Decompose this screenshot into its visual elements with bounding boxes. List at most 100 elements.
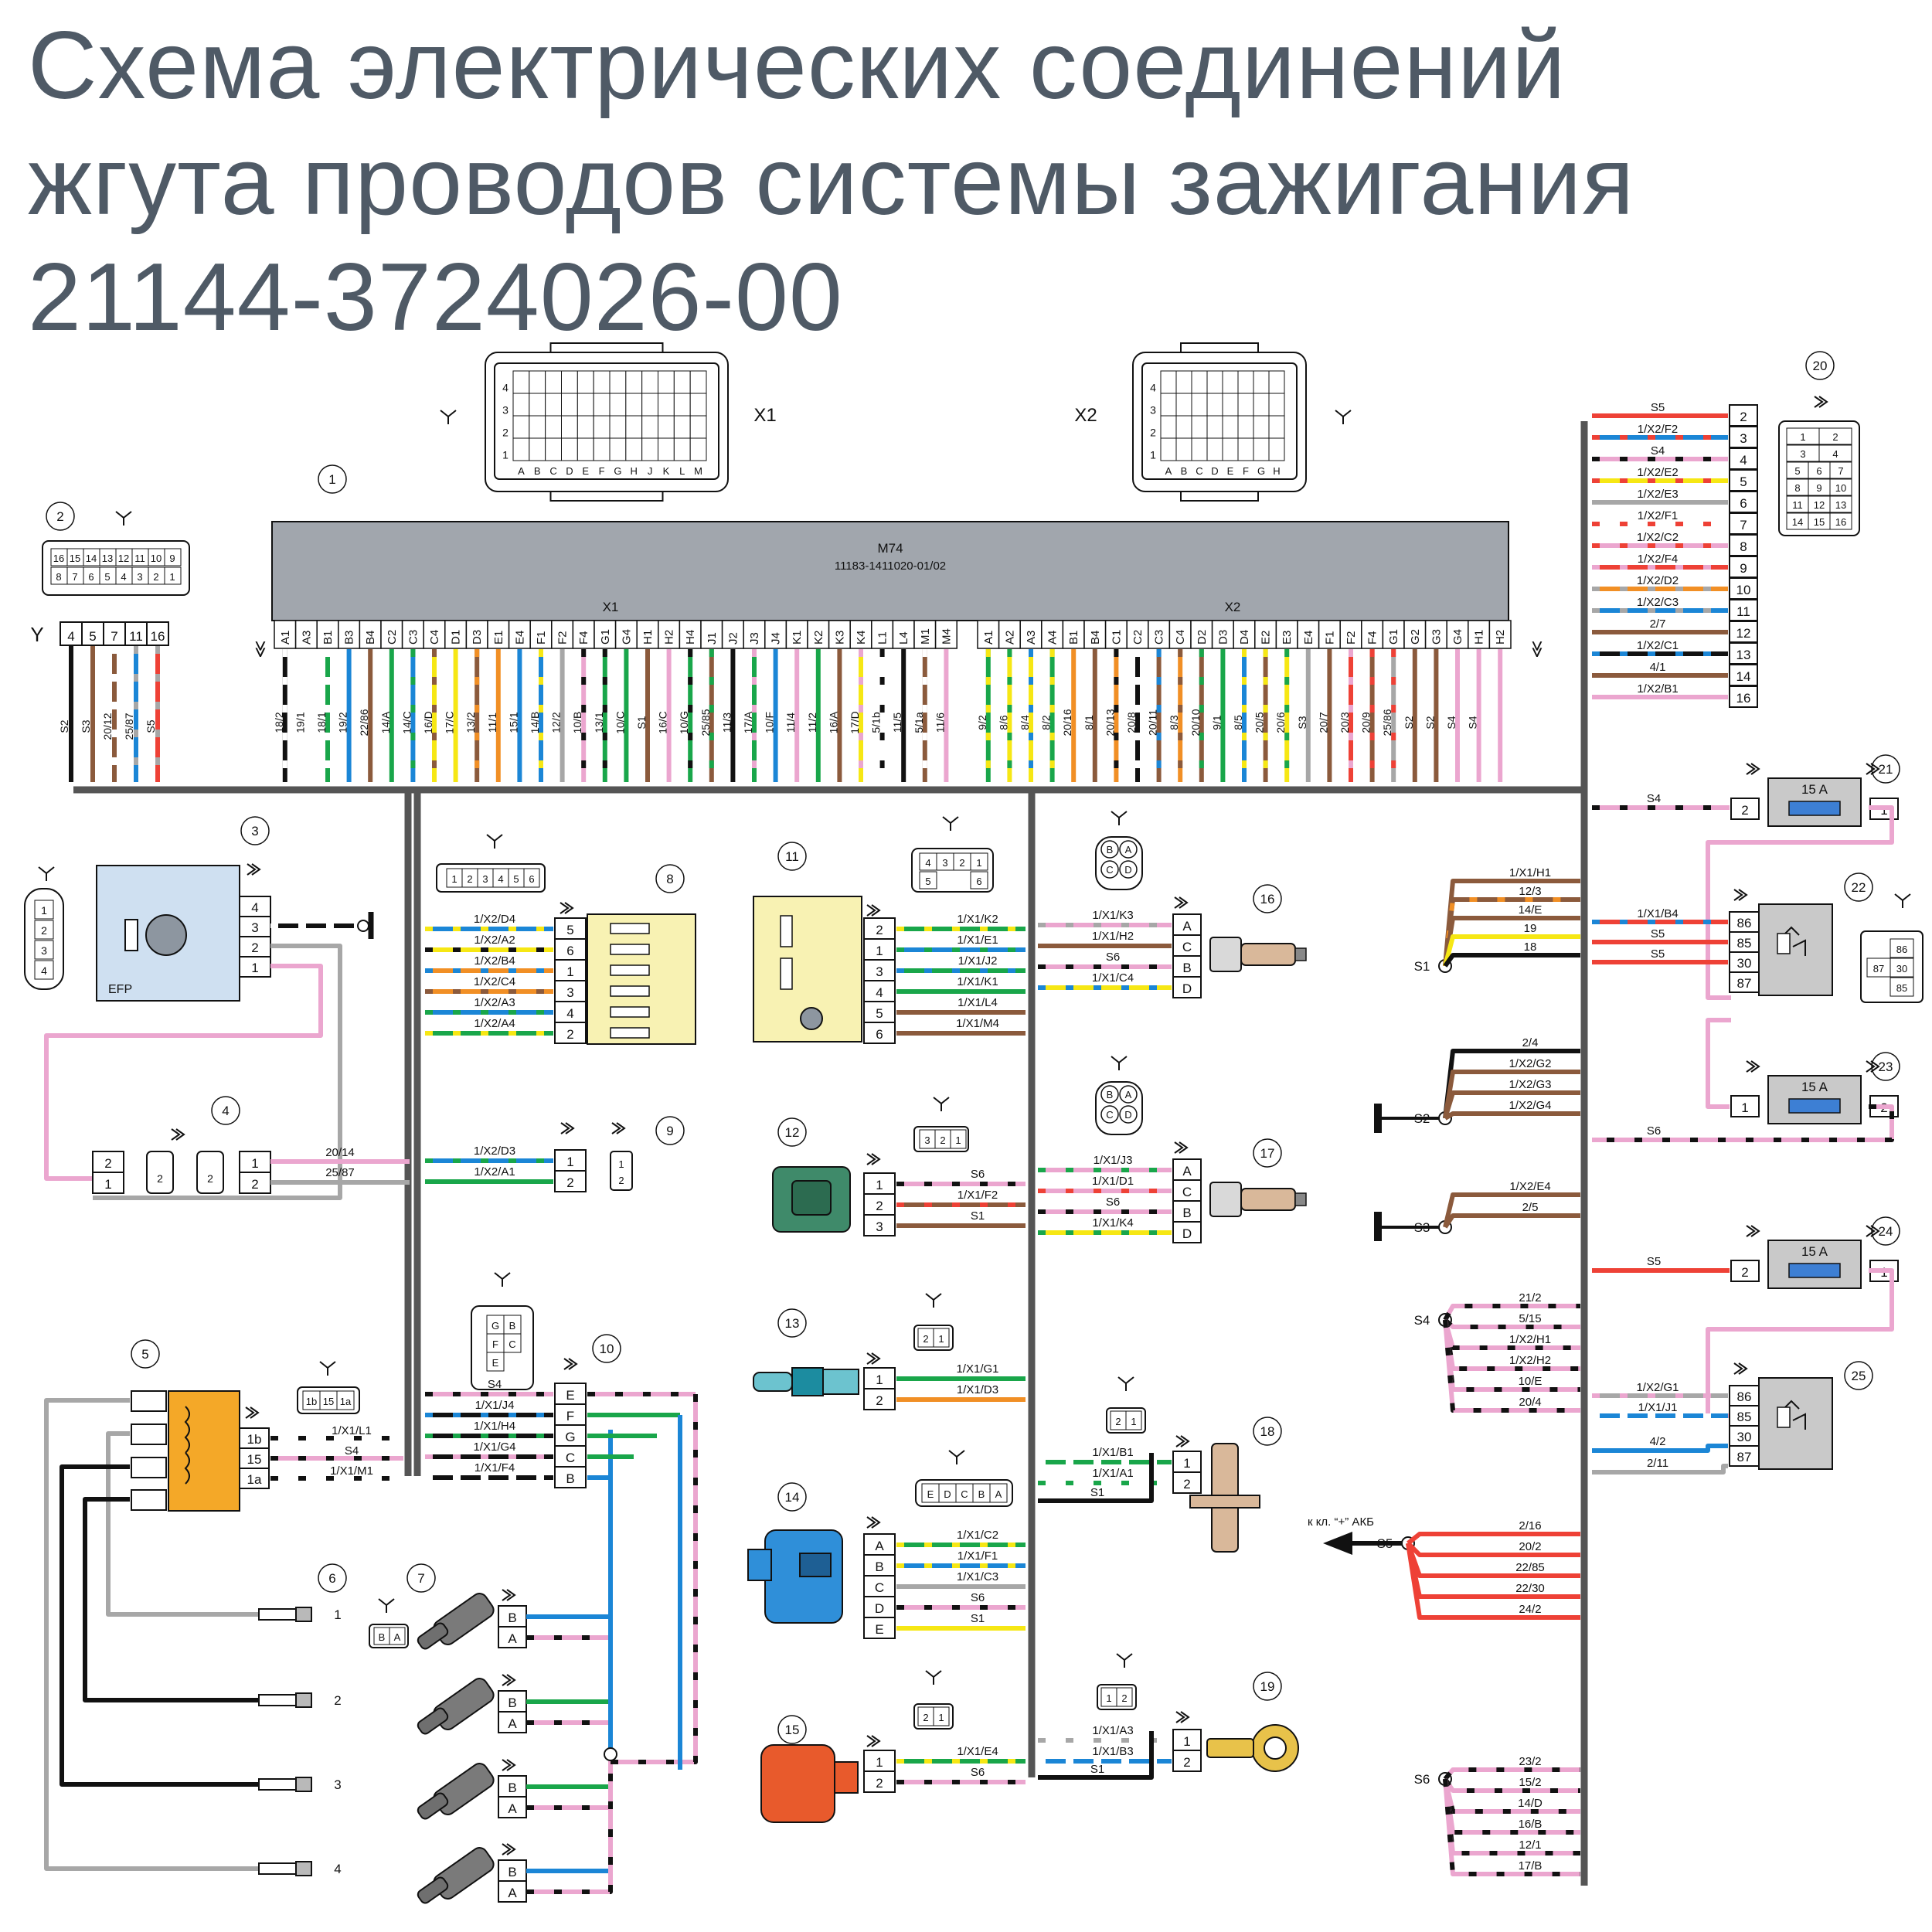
injector-power-wire <box>526 1720 613 1754</box>
ecu-right-arrow-icon: ≫ <box>1528 640 1547 658</box>
ecu-x1-wire-label: 11/1 <box>486 713 498 733</box>
injector-nozzle <box>417 1876 449 1904</box>
conn20-pin: 9 <box>1729 556 1758 578</box>
cell-label: 1 <box>955 1134 961 1146</box>
pin-box <box>863 1533 896 1556</box>
sensor-hex <box>1209 1182 1242 1217</box>
connector-cell <box>1175 415 1192 439</box>
fork-icon <box>38 866 55 881</box>
arrow-path <box>871 1153 881 1165</box>
cell-label: 1 <box>1800 431 1805 443</box>
arrow-path <box>502 1843 512 1855</box>
comp10-pin: G <box>554 1424 587 1447</box>
comp25-pin: 85 <box>1729 1405 1760 1427</box>
injector-pin: B <box>498 1859 527 1882</box>
sensor-plug <box>822 1369 859 1395</box>
splice-S6-wire-label: 14/D <box>1518 1797 1543 1810</box>
pin-label: 1 <box>1741 1100 1748 1115</box>
callout-comp6: 6 <box>318 1563 347 1593</box>
conn20-pin: 11 <box>1729 599 1758 621</box>
callout-comp15: 15 <box>777 1715 807 1744</box>
arrow-path <box>1866 1060 1876 1073</box>
comp14-wire-label: 1/X1/C2 <box>957 1529 998 1542</box>
conn20-pin: 10 <box>1729 577 1758 600</box>
cell-label: 16 <box>1835 516 1846 528</box>
sensor-body <box>1240 943 1296 966</box>
ecu-pin-box <box>764 620 787 649</box>
pin-box <box>554 1403 587 1426</box>
ecu-x2-wire-label: 20/9 <box>1360 712 1372 733</box>
ecu-pin-label: C3 <box>406 630 420 645</box>
fork-icon <box>942 816 959 831</box>
cell-label: 1 <box>169 571 175 583</box>
ecu-pin-label: H1 <box>1473 630 1486 645</box>
cell-label: E <box>927 1488 934 1500</box>
cell-label: 2 <box>923 1333 928 1345</box>
pin-label: 2 <box>251 940 258 955</box>
ecu-pin-label: D3 <box>471 630 484 645</box>
arrow-path <box>1870 1060 1880 1073</box>
conn20-wire-label: 4/1 <box>1650 661 1666 674</box>
arrow-path <box>245 1406 255 1419</box>
ecu-pin-box <box>572 620 595 649</box>
ecu-x1-pin: C4 <box>423 620 446 649</box>
ecu-x1-pin: G4 <box>614 620 638 649</box>
cell-label: 1 <box>938 1712 944 1723</box>
fork-path <box>440 410 457 424</box>
cell-label: A <box>1125 844 1132 855</box>
splice-label: S1 <box>1414 959 1430 974</box>
ground-icon <box>1374 1104 1382 1133</box>
fork-path <box>319 1361 336 1376</box>
pin-box <box>1729 931 1760 953</box>
ecu-x1-pin: A3 <box>294 620 318 649</box>
conn20-pin: 16 <box>1729 685 1758 708</box>
pin-box <box>1729 664 1758 686</box>
ecu-pin-label: G1 <box>599 629 612 645</box>
arrow-path <box>502 1674 512 1686</box>
comp23-fuse: 15 A <box>1767 1075 1862 1124</box>
fork-icon <box>925 1670 942 1685</box>
comp22-pin: 86 <box>1729 911 1760 933</box>
connector-col-label: D <box>566 465 573 477</box>
nozzle <box>834 1761 859 1794</box>
pin-label: 1 <box>566 964 573 979</box>
pin-label: 2 <box>104 1156 111 1171</box>
cell <box>1889 938 1914 958</box>
pin-label: C <box>1182 1185 1192 1199</box>
splice-S5-wire-label: 20/2 <box>1519 1540 1541 1553</box>
comp16-wire-label: 1/X1/C4 <box>1092 971 1134 985</box>
wire-base <box>1406 1543 1580 1620</box>
conn20-pin: 14 <box>1729 664 1758 686</box>
ecu-x2-wire-label: 20/13 <box>1104 709 1116 736</box>
wire-base <box>1592 1464 1728 1475</box>
arrow-path <box>1746 1060 1756 1073</box>
connector-cell <box>1160 437 1177 461</box>
splice-S6-wire-label: 23/2 <box>1519 1755 1541 1768</box>
connector-arrow-icon <box>1175 1435 1190 1447</box>
ecu-x2-pin: B1 <box>1062 620 1085 649</box>
ecu-x2-pin: E2 <box>1254 620 1277 649</box>
callout-comp23: 23 <box>1871 1052 1900 1081</box>
splice-label: S6 <box>1414 1772 1430 1787</box>
ecu-x1-wire-label: 11/5 <box>891 713 903 733</box>
cell-label: 2 <box>1115 1416 1121 1427</box>
pin-box <box>554 1149 587 1172</box>
splice-S6-wire <box>1443 1778 1580 1876</box>
cell-label: 6 <box>1816 465 1821 477</box>
connector-arrow-icon <box>1733 889 1748 901</box>
comp13-pin: 2 <box>863 1388 896 1410</box>
arrow-path <box>616 1122 626 1134</box>
spark-plug-icon <box>258 1607 312 1622</box>
wire-stripe <box>526 1720 613 1754</box>
comp8-body <box>587 913 696 1045</box>
arrow-path <box>866 1352 876 1365</box>
ecu-x1-pin: E1 <box>487 620 510 649</box>
callout-number: 15 <box>785 1723 800 1737</box>
callout-comp2: 2 <box>46 502 75 531</box>
cell <box>1100 840 1119 859</box>
arrow-path <box>1866 763 1876 775</box>
comp22-pin: 30 <box>1729 951 1760 973</box>
ecu-x1-pin: K2 <box>807 620 830 649</box>
